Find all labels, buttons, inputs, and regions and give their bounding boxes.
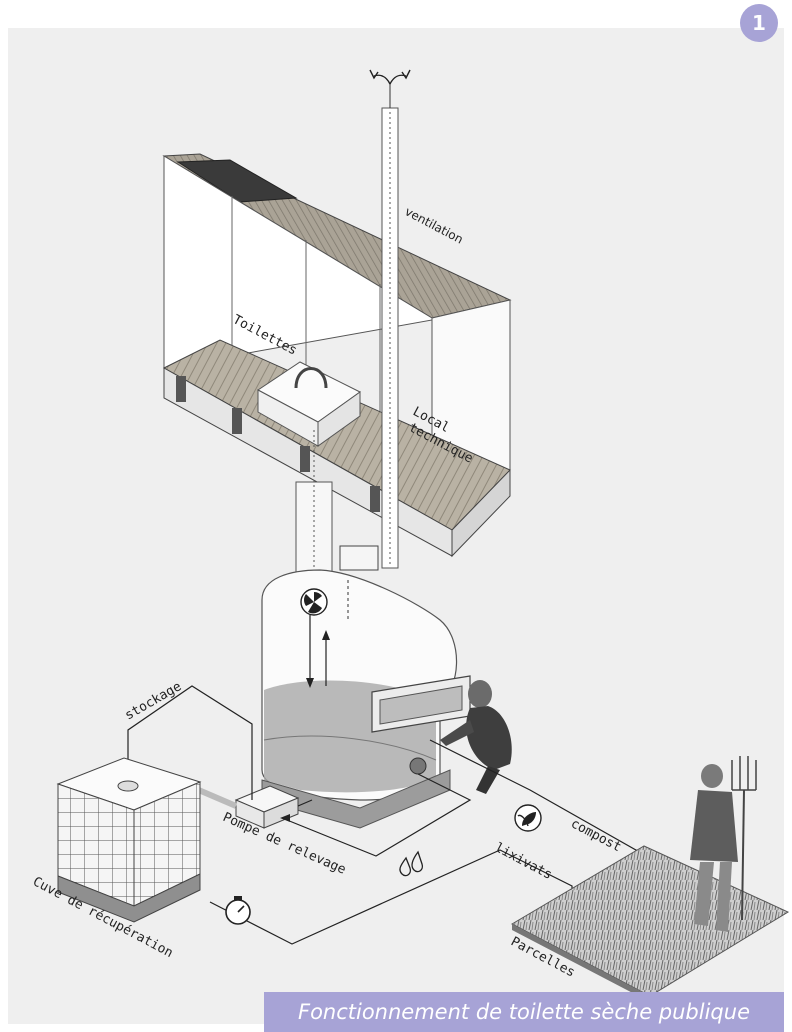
timer-icon xyxy=(226,896,250,924)
label-ventilation: ventilation xyxy=(403,204,466,246)
cabin-building xyxy=(164,154,510,556)
ventilation-fan-icon xyxy=(301,589,327,615)
water-drops-icon xyxy=(400,852,422,876)
air-outlet-arrows-icon xyxy=(370,70,410,84)
ventilation-pipe xyxy=(382,84,398,568)
figure-caption: Fonctionnement de toilette sèche publiqu… xyxy=(264,992,784,1032)
compost-plant-icon xyxy=(515,805,541,831)
figure-number-badge: 1 xyxy=(740,4,778,42)
composting-tank xyxy=(262,546,470,828)
label-compost: compost xyxy=(568,816,623,855)
label-lixivats: lixivats xyxy=(492,840,554,883)
label-stockage: stockage xyxy=(123,679,185,723)
